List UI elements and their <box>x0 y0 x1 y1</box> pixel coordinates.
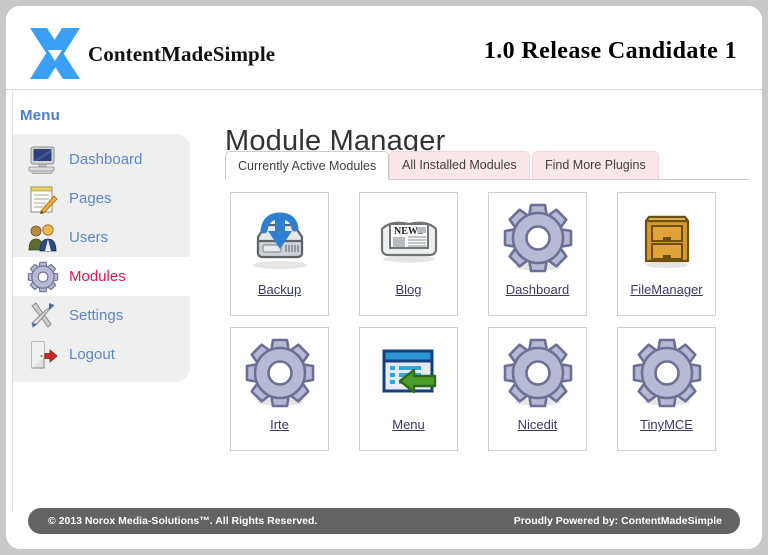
users-icon <box>27 222 59 254</box>
gear-icon <box>502 338 574 410</box>
module-grid: Backup NEWS <box>230 192 750 451</box>
app-sheet: ContentMadeSimple 1.0 Release Candidate … <box>6 6 762 549</box>
sidebar-item-users[interactable]: Users <box>13 218 190 257</box>
brand-name: ContentMadeSimple <box>88 42 276 66</box>
footer-copyright: © 2013 Norox Media-Solutions™. All Right… <box>48 515 318 527</box>
page-footer: © 2013 Norox Media-Solutions™. All Right… <box>28 508 740 534</box>
exit-door-arrow-icon <box>27 339 59 371</box>
sidebar-nav: Dashboard <box>13 134 190 382</box>
backup-drive-icon <box>244 203 316 275</box>
gear-icon <box>631 338 703 410</box>
module-card-menu[interactable]: Menu <box>359 327 458 451</box>
tab-label: All Installed Modules <box>402 158 517 172</box>
svg-text:NEWS: NEWS <box>394 226 424 237</box>
module-label: Irte <box>270 417 289 432</box>
newspaper-icon: NEWS <box>373 203 445 275</box>
sidebar-item-label: Modules <box>69 268 126 285</box>
gear-icon <box>27 261 59 293</box>
left-rail-divider <box>12 91 13 511</box>
module-label: Dashboard <box>505 282 570 297</box>
module-label: Backup <box>257 282 302 297</box>
module-card-blog[interactable]: NEWS Blog <box>359 192 458 316</box>
sidebar-item-modules[interactable]: Modules <box>13 257 190 296</box>
tab-label: Currently Active Modules <box>238 159 377 173</box>
tab-all-installed-modules[interactable]: All Installed Modules <box>389 151 530 179</box>
file-cabinet-icon <box>631 203 703 275</box>
menu-window-arrow-icon <box>373 338 445 410</box>
module-card-tinymce[interactable]: TinyMCE <box>617 327 716 451</box>
page-header: ContentMadeSimple 1.0 Release Candidate … <box>6 6 762 90</box>
sidebar-item-logout[interactable]: Logout <box>13 335 190 374</box>
module-card-nicedit[interactable]: Nicedit <box>488 327 587 451</box>
module-card-filemanager[interactable]: FileManager <box>617 192 716 316</box>
gear-icon <box>502 203 574 275</box>
sidebar-item-dashboard[interactable]: Dashboard <box>13 140 190 179</box>
sidebar-item-label: Settings <box>69 307 124 324</box>
tab-label: Find More Plugins <box>545 158 646 172</box>
gear-icon <box>244 338 316 410</box>
sidebar-item-label: Dashboard <box>69 151 143 168</box>
module-card-irte[interactable]: Irte <box>230 327 329 451</box>
notepad-pencil-icon <box>27 183 59 215</box>
x-logo-icon <box>28 26 82 81</box>
sidebar-item-settings[interactable]: Settings <box>13 296 190 335</box>
sidebar-item-label: Users <box>69 229 109 246</box>
sidebar-item-label: Pages <box>69 190 112 207</box>
sidebar-item-pages[interactable]: Pages <box>13 179 190 218</box>
module-label: FileManager <box>630 282 703 297</box>
sidebar-item-label: Logout <box>69 346 115 363</box>
footer-powered-by: Proudly Powered by: ContentMadeSimple <box>513 515 722 527</box>
wrench-screwdriver-icon <box>27 300 59 332</box>
version-label: 1.0 Release Candidate 1 <box>483 38 737 64</box>
sidebar-heading: Menu <box>20 107 60 124</box>
monitor-icon <box>27 144 59 176</box>
module-label: Blog <box>395 282 422 297</box>
module-card-backup[interactable]: Backup <box>230 192 329 316</box>
tab-find-more-plugins[interactable]: Find More Plugins <box>532 151 659 179</box>
module-label: TinyMCE <box>640 417 693 432</box>
module-label: Nicedit <box>517 417 558 432</box>
module-card-dashboard[interactable]: Dashboard <box>488 192 587 316</box>
module-label: Menu <box>392 417 425 432</box>
module-tabs: Currently Active Modules All Installed M… <box>225 151 749 180</box>
tab-currently-active-modules[interactable]: Currently Active Modules <box>225 151 390 180</box>
